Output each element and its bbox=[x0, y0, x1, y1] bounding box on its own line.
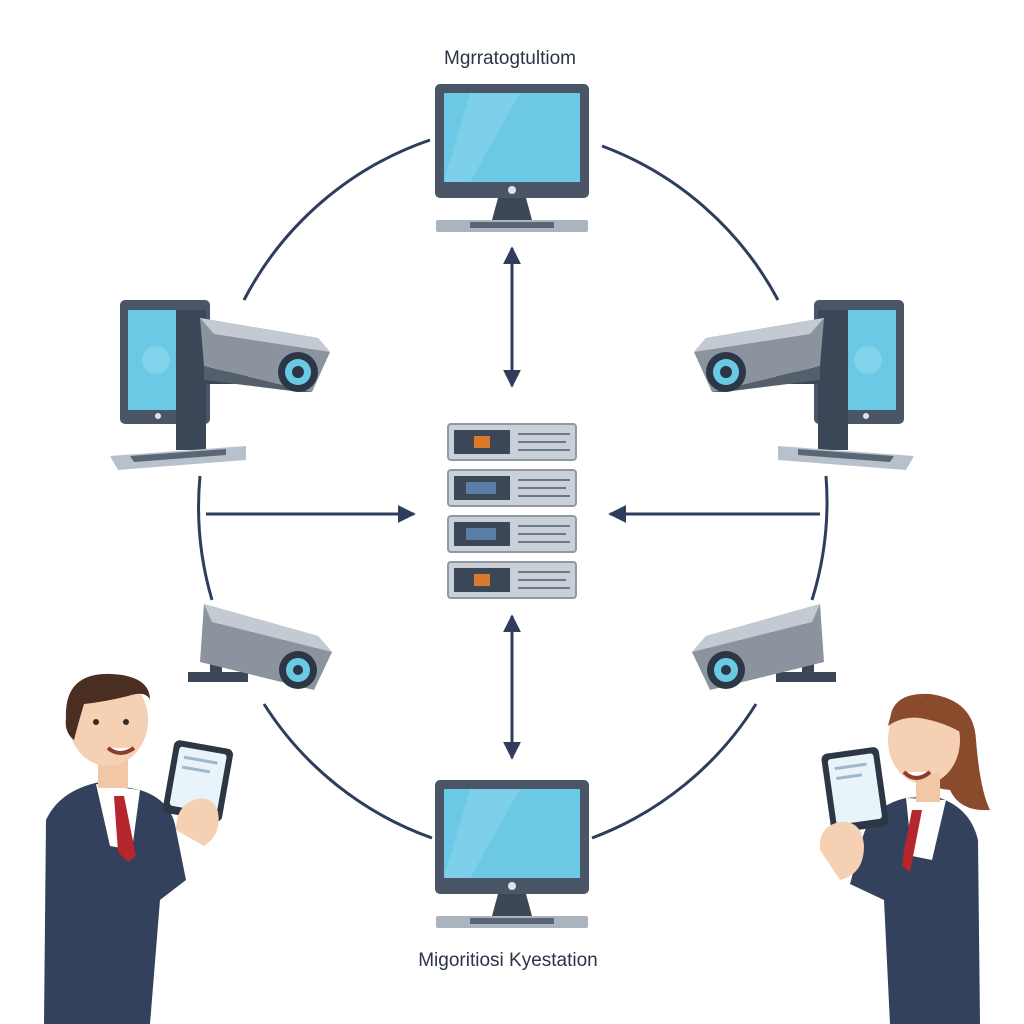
bottom-label: Migoritiosi Kyestation bbox=[418, 950, 598, 971]
data-flow-arrows bbox=[206, 246, 820, 760]
camera-workstation-icon bbox=[694, 300, 914, 470]
cctv-camera-icon bbox=[188, 604, 332, 690]
monitor-icon bbox=[435, 84, 589, 232]
cctv-camera-icon bbox=[692, 604, 836, 690]
camera-workstation-icon bbox=[110, 300, 330, 470]
businessman-with-tablet-icon bbox=[44, 673, 234, 1024]
monitor-icon bbox=[435, 780, 589, 928]
server-rack-icon bbox=[447, 423, 577, 599]
connection-circle bbox=[197, 138, 829, 840]
businesswoman-with-tablet-icon bbox=[819, 693, 990, 1024]
top-label: Mgrratogtultiom bbox=[444, 48, 576, 69]
